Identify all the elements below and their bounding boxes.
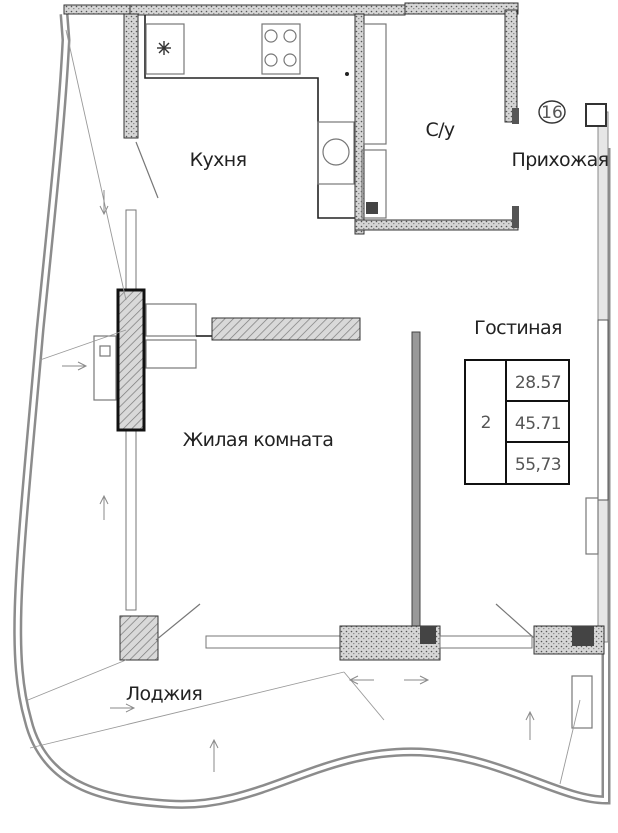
bottom-window-left (205, 635, 347, 649)
stove-burners-icon (264, 29, 297, 67)
loggia-door-right (495, 603, 535, 639)
kitchen-left-wall (123, 13, 139, 139)
bottom-window-right (439, 635, 533, 649)
partition-wall (211, 317, 361, 341)
loggia-outline-inner (15, 13, 608, 807)
vent-box-lower (145, 339, 197, 369)
label-kitchen: Кухня (190, 149, 247, 171)
top-wall-left (63, 4, 131, 15)
label-bedroom: Жилая комната (183, 429, 333, 451)
radiator-right (585, 497, 599, 555)
sink-basin (322, 138, 350, 166)
loggia-door-left (155, 603, 201, 641)
bath-left-wall (354, 13, 365, 235)
top-wall-right (404, 2, 519, 15)
bath-bottom-wall (354, 219, 519, 231)
right-wall-bath (504, 9, 518, 123)
right-window (597, 319, 609, 501)
kitchen-door (135, 141, 159, 199)
bedroom-pillar (116, 288, 146, 432)
label-living-room: Гостиная (474, 317, 562, 339)
total-with-loggia: 55,73 (515, 455, 561, 475)
label-hallway: Прихожая (512, 149, 609, 171)
total-area: 45.71 (515, 414, 561, 434)
floor-marker: 16 (538, 100, 566, 124)
living-area: 28.57 (515, 373, 561, 393)
loggia-diagonals (27, 29, 581, 785)
vent-box-upper (145, 303, 197, 337)
radiator-left (93, 335, 117, 401)
area-table: 2 28.57 45.71 55,73 (464, 359, 570, 485)
fridge (145, 23, 185, 75)
arrow-icons (62, 190, 535, 772)
snowflake-icon (157, 41, 171, 55)
kitchen-counter (144, 15, 358, 219)
room-count: 2 (481, 413, 492, 433)
label-loggia: Лоджия (126, 683, 202, 705)
loggia-pillar (119, 615, 159, 661)
floor-marker-number: 16 (541, 103, 563, 123)
sink (317, 121, 355, 185)
bathtub (363, 23, 387, 145)
living-partition (411, 331, 421, 633)
label-bathroom: С/у (425, 119, 454, 141)
toilet-box (361, 149, 387, 219)
radiator-bottom (571, 675, 593, 729)
stove (261, 23, 301, 75)
